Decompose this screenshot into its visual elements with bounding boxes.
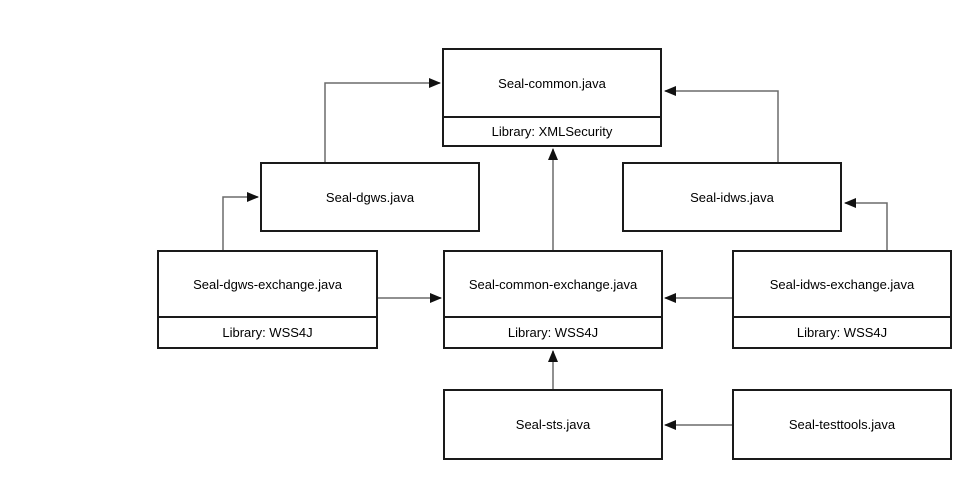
- node-label: Seal-sts.java: [515, 417, 591, 432]
- node-seal-testtools: Seal-testtools.java: [732, 389, 952, 460]
- node-seal-dgws-exchange: Seal-dgws-exchange.java Library: WSS4J: [157, 250, 378, 349]
- node-label: Seal-testtools.java: [788, 417, 896, 432]
- node-label: Seal-common-exchange.java: [468, 276, 638, 292]
- node-label: Seal-common.java: [498, 75, 606, 91]
- node-seal-idws-exchange: Seal-idws-exchange.java Library: WSS4J: [732, 250, 952, 349]
- node-library-label: Library: WSS4J: [159, 316, 376, 347]
- node-label: Seal-idws.java: [690, 189, 774, 205]
- node-label: Seal-idws-exchange.java: [769, 276, 915, 292]
- edge-seal-idws-to-seal-common: [664, 86, 779, 162]
- node-library-label: Library: WSS4J: [445, 316, 661, 347]
- node-seal-common-exchange: Seal-common-exchange.java Library: WSS4J: [443, 250, 663, 349]
- node-seal-idws: Seal-idws.java: [622, 162, 842, 232]
- node-seal-sts: Seal-sts.java: [443, 389, 663, 460]
- node-label: Seal-dgws.java: [325, 189, 415, 205]
- node-library-label: Library: WSS4J: [734, 316, 950, 347]
- node-label: Seal-dgws-exchange.java: [193, 276, 342, 292]
- node-seal-common: Seal-common.java Library: XMLSecurity: [442, 48, 662, 147]
- node-library-label: Library: XMLSecurity: [444, 116, 660, 145]
- edge-seal-dgws-exchange-to-seal-dgws: [222, 192, 259, 250]
- edge-seal-dgws-to-seal-common: [324, 78, 441, 162]
- node-seal-dgws: Seal-dgws.java: [260, 162, 480, 232]
- edge-seal-idws-exchange-to-seal-idws: [844, 198, 888, 250]
